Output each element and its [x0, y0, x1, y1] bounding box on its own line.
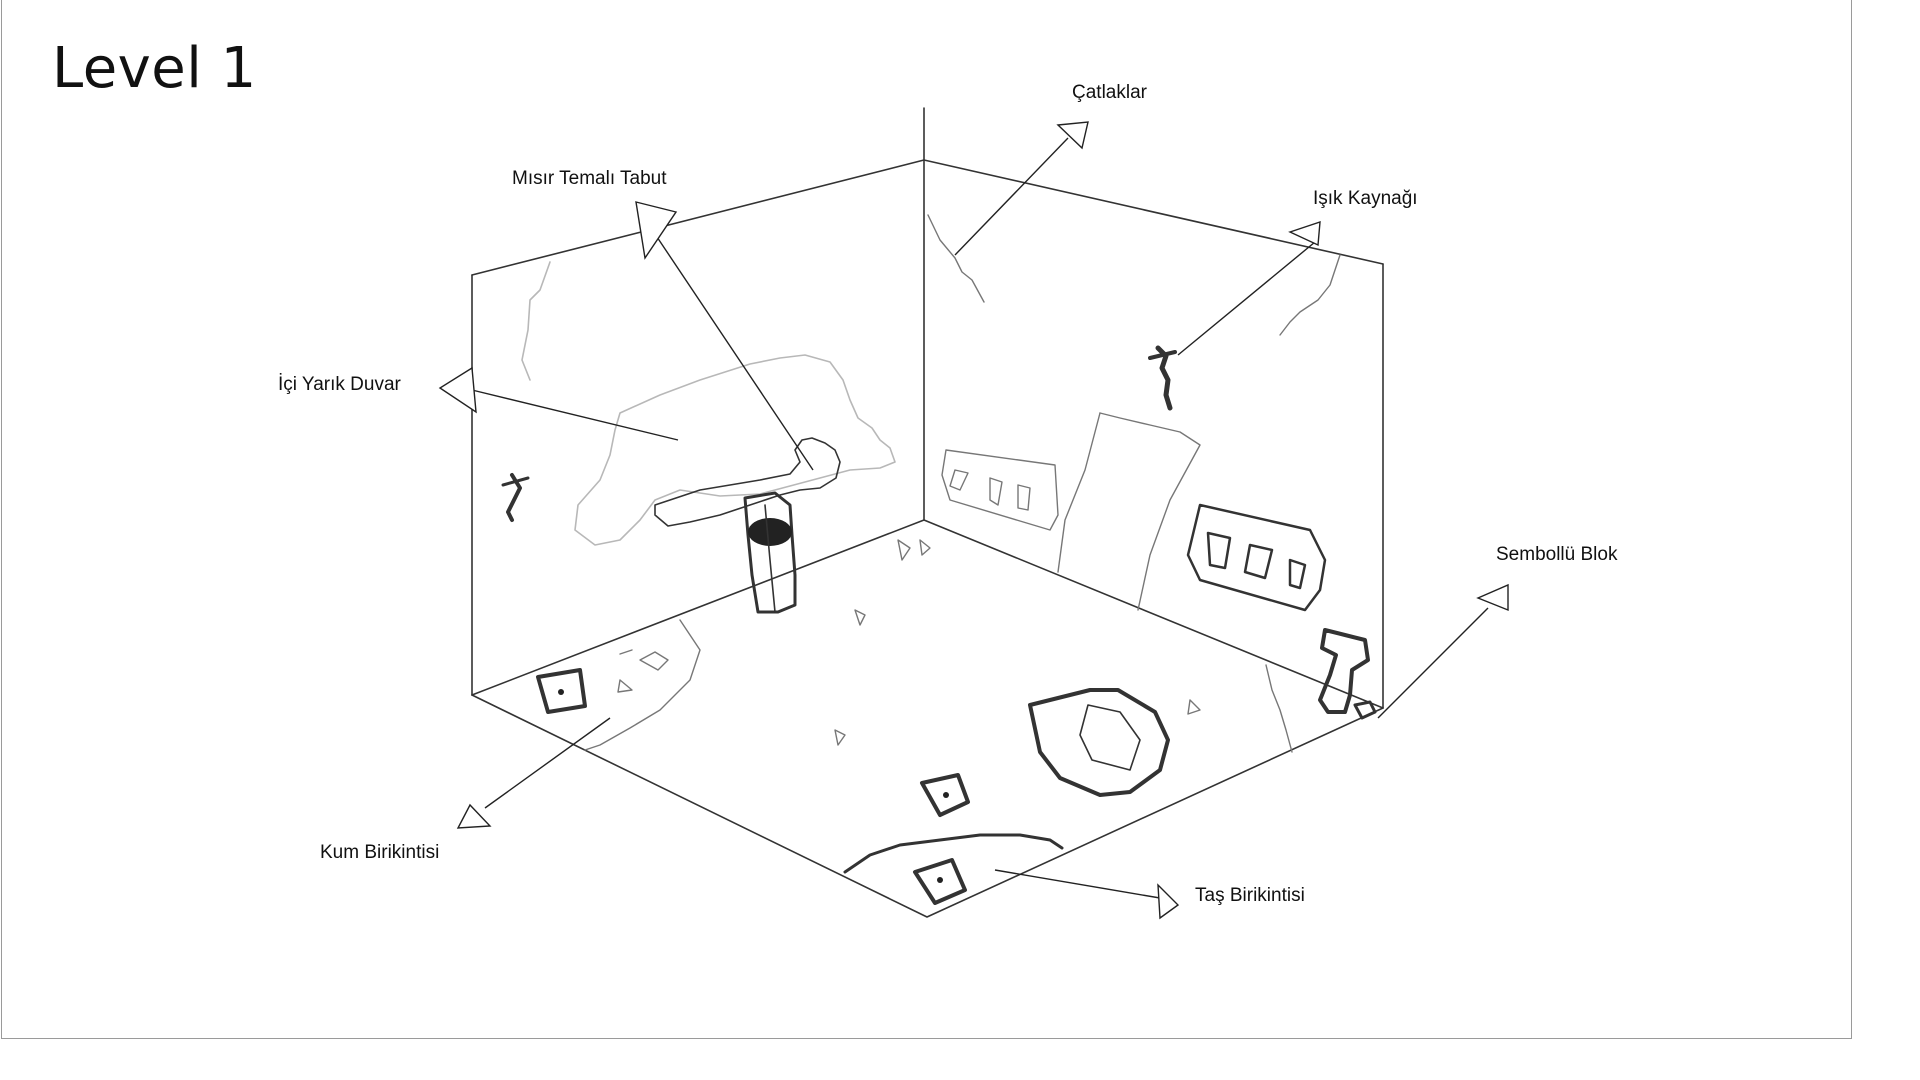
- callout-pointers: [440, 122, 1508, 918]
- wall-cracks: [522, 215, 1340, 752]
- symbol-block-shape: [1320, 630, 1375, 718]
- floor-details: [538, 540, 1200, 903]
- label-isik-kaynagi: Işık Kaynağı: [1313, 188, 1418, 210]
- label-kum-birikintisi: Kum Birikintisi: [320, 842, 439, 864]
- label-catlaklar: Çatlaklar: [1072, 82, 1147, 104]
- label-ici-yarik-duvar: İçi Yarık Duvar: [278, 374, 401, 396]
- label-tas-birikintisi: Taş Birikintisi: [1195, 885, 1305, 907]
- right-wall-panels: [942, 413, 1325, 610]
- label-sembollu-blok: Sembollü Blok: [1496, 544, 1617, 566]
- split-wall-shape: [575, 355, 895, 545]
- egyptian-coffin-shape: [745, 493, 795, 612]
- label-misir-temali-tabut: Mısır Temalı Tabut: [512, 168, 667, 190]
